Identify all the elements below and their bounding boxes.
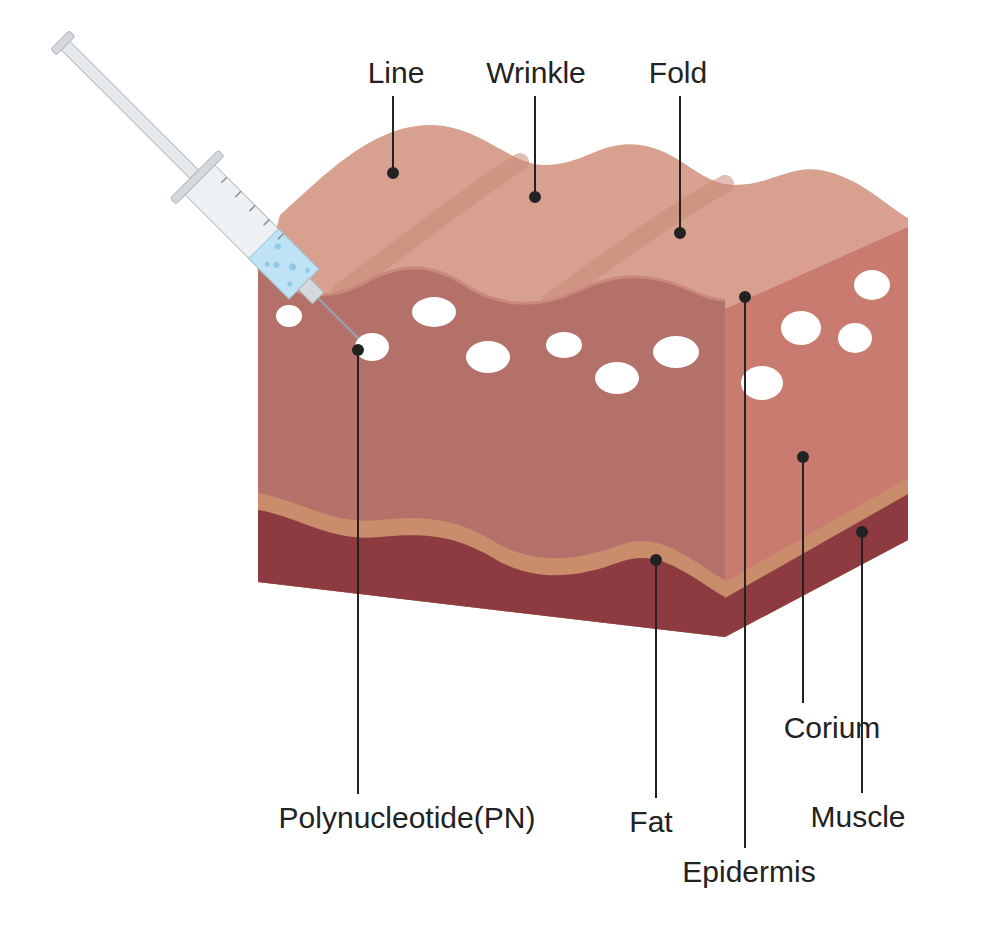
part-label: Muscle [810, 802, 905, 832]
front-face [258, 268, 725, 637]
fat-layer [725, 478, 908, 637]
fat-layer [258, 493, 725, 637]
muscle-layer [258, 510, 725, 637]
part-label: Polynucleotide(PN) [279, 803, 536, 833]
muscle-layer [725, 494, 908, 637]
part-label: Epidermis [682, 857, 815, 887]
epidermis-band [725, 218, 908, 309]
syringe [36, 16, 382, 362]
part-label: Line [368, 58, 425, 88]
epidermis-edge [258, 268, 725, 303]
cell-group [276, 270, 890, 400]
part-label: Fat [629, 807, 672, 837]
side-face [725, 218, 908, 637]
part-label: Wrinkle [486, 58, 585, 88]
part-label: Corium [784, 713, 881, 743]
part-label: Fold [649, 58, 707, 88]
